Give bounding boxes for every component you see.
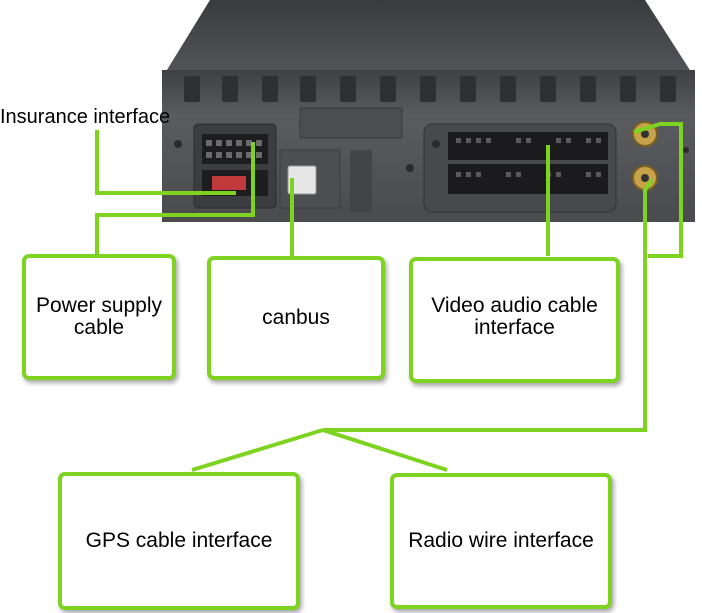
gps-cable-interface-box: GPS cable interface [58,472,300,610]
video-audio-pins [456,138,601,177]
screw [432,140,440,148]
center-plate [299,107,403,139]
line-gps-trunk [323,178,654,432]
video-audio-connector-top [448,132,608,160]
screw [406,164,414,172]
gps-jack-center [641,130,649,138]
connector-pins [206,140,262,158]
line-branch-gps [191,428,324,472]
gps-label: GPS cable interface [85,528,273,552]
chassis-top [162,0,695,78]
screw [174,140,182,148]
power-label-line1: Power supply [35,293,163,317]
vent-slots [184,76,676,102]
radio-wire-interface-box: Radio wire interface [390,473,612,609]
radio-jack-center [641,174,649,182]
power-label-line2: cable [73,316,125,339]
canbus-connector [287,165,317,195]
red-fuse [212,176,246,190]
video-audio-connector-bottom [448,164,608,194]
radio-label: Radio wire interface [408,528,594,552]
insurance-connector [202,134,268,164]
line-power [95,142,255,256]
video-label-line1: Video audio cable [431,294,598,317]
divider-bar [350,150,372,212]
line-insurance [95,130,236,195]
line-branch-radio [322,428,448,472]
line-radio-jack [633,122,683,258]
canbus-box: canbus [207,256,385,380]
power-supply-cable-box: Power supply cable [22,254,176,380]
insurance-interface-label: Insurance interface [0,106,171,128]
canbus-label: canbus [262,305,330,329]
video-audio-cable-box: Video audio cable interface [409,257,620,383]
screw [683,147,689,153]
video-label-line2: interface [474,316,555,340]
